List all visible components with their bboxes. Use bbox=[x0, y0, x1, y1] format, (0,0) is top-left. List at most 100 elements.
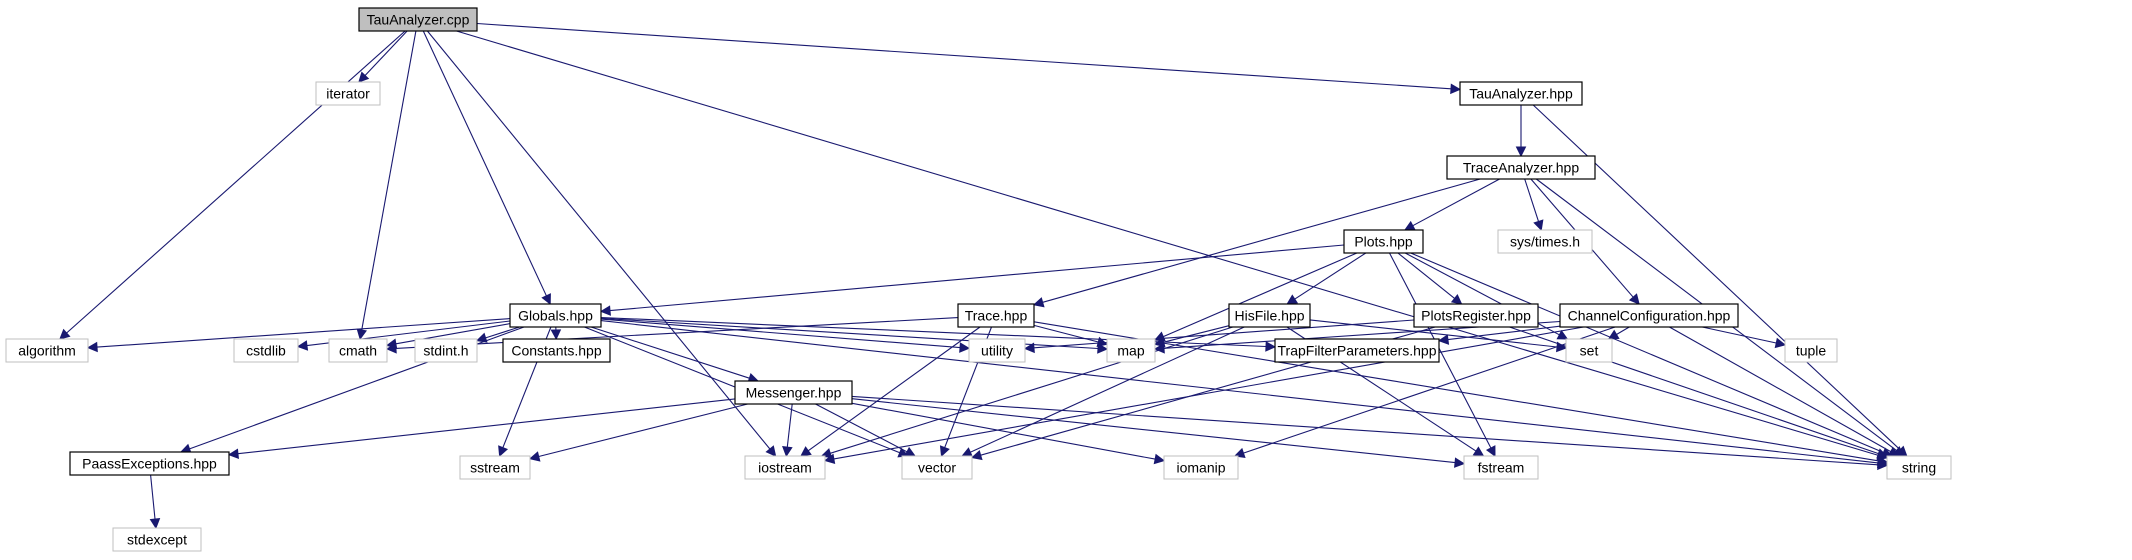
arrowhead bbox=[1450, 83, 1462, 95]
edge-messenger-to-string bbox=[851, 395, 1889, 471]
edge-line bbox=[815, 403, 908, 453]
node-trace_an[interactable]: TraceAnalyzer.hpp bbox=[1446, 155, 1596, 180]
edge-line bbox=[1389, 252, 1492, 449]
node-label: cstdlib bbox=[246, 343, 286, 359]
edge-messenger-to-paass bbox=[227, 398, 736, 459]
node-plotsreg[interactable]: PlotsRegister.hpp bbox=[1413, 303, 1539, 328]
node-paass[interactable]: PaassExceptions.hpp bbox=[69, 451, 230, 476]
arrowhead bbox=[939, 445, 950, 458]
edge-chancfg-to-tuple bbox=[1702, 326, 1787, 349]
edge-line bbox=[1524, 178, 1540, 222]
edge-line bbox=[600, 316, 1267, 348]
node-label: stdexcept bbox=[127, 532, 187, 548]
node-label: map bbox=[1117, 343, 1144, 359]
node-chancfg[interactable]: ChannelConfiguration.hpp bbox=[1559, 303, 1739, 328]
edge-line bbox=[150, 474, 156, 520]
node-hisfile[interactable]: HisFile.hpp bbox=[1228, 303, 1311, 328]
node-box bbox=[1459, 81, 1583, 106]
node-label: TraceAnalyzer.hpp bbox=[1463, 160, 1579, 176]
node-algorithm: algorithm bbox=[5, 338, 89, 363]
node-box bbox=[1163, 455, 1239, 480]
arrowhead bbox=[550, 329, 562, 341]
arrowhead bbox=[904, 446, 916, 457]
arrowhead bbox=[1472, 446, 1485, 457]
node-iterator: iterator bbox=[315, 81, 381, 106]
node-globals[interactable]: Globals.hpp bbox=[509, 303, 602, 328]
dependency-edges bbox=[59, 22, 1908, 530]
node-box bbox=[112, 527, 202, 552]
edge-trace-to-iostream bbox=[800, 326, 981, 457]
edge-line bbox=[395, 317, 959, 349]
node-box bbox=[1886, 455, 1952, 480]
edge-line bbox=[1163, 325, 1230, 343]
edge-line bbox=[1163, 252, 1358, 338]
edge-tau_cpp-to-algorithm bbox=[59, 30, 406, 340]
node-label: fstream bbox=[1478, 460, 1525, 476]
edge-line bbox=[237, 398, 736, 455]
node-trace[interactable]: Trace.hpp bbox=[957, 303, 1035, 328]
edge-tau_hpp-to-trace_an bbox=[1515, 105, 1527, 158]
node-tau_hpp[interactable]: TauAnalyzer.hpp bbox=[1459, 81, 1583, 106]
edge-line bbox=[1397, 252, 1455, 299]
edge-trace_an-to-systimes bbox=[1524, 178, 1544, 232]
arrowhead bbox=[1096, 336, 1109, 348]
node-tuple: tuple bbox=[1784, 338, 1838, 363]
arrowhead bbox=[1515, 146, 1527, 158]
arrowhead bbox=[1485, 445, 1496, 457]
arrowhead bbox=[1774, 337, 1787, 349]
edge-globals-to-trapfilter bbox=[600, 316, 1277, 352]
edge-line bbox=[476, 22, 1452, 90]
node-utility: utility bbox=[968, 338, 1026, 363]
edge-line bbox=[189, 326, 525, 450]
node-messenger[interactable]: Messenger.hpp bbox=[734, 380, 853, 405]
node-label: iostream bbox=[758, 460, 812, 476]
node-iomanip: iomanip bbox=[1163, 455, 1239, 480]
edge-line bbox=[1309, 319, 1558, 348]
node-tau_cpp[interactable]: TauAnalyzer.cpp bbox=[358, 7, 478, 32]
edge-line bbox=[830, 326, 1233, 454]
arrowhead bbox=[86, 341, 98, 353]
node-box bbox=[744, 455, 826, 480]
node-label: Constants.hpp bbox=[511, 343, 601, 359]
node-stdexcept: stdexcept bbox=[112, 527, 202, 552]
node-box bbox=[957, 303, 1035, 328]
arrowhead bbox=[1153, 453, 1166, 465]
node-plots[interactable]: Plots.hpp bbox=[1343, 229, 1424, 254]
node-label: iterator bbox=[326, 86, 370, 102]
arrowhead bbox=[498, 445, 509, 458]
arrowhead bbox=[385, 343, 397, 354]
edge-messenger-to-fstream bbox=[851, 398, 1466, 468]
edge-chancfg-to-iostream bbox=[823, 326, 1584, 465]
arrowhead bbox=[358, 71, 370, 83]
node-box bbox=[1559, 303, 1739, 328]
edge-chancfg-to-set bbox=[1607, 326, 1630, 340]
node-label: TauAnalyzer.cpp bbox=[367, 12, 470, 28]
edge-line bbox=[600, 318, 961, 349]
edge-line bbox=[1616, 326, 1630, 335]
edge-plots-to-plotsreg bbox=[1397, 252, 1463, 305]
node-trapfilter[interactable]: TrapFilterParameters.hpp bbox=[1274, 338, 1440, 363]
edge-line bbox=[361, 30, 417, 331]
node-sstream: sstream bbox=[459, 455, 531, 480]
edge-line bbox=[1509, 326, 1879, 455]
edge-trace-to-map bbox=[1033, 324, 1109, 348]
edge-line bbox=[426, 30, 771, 450]
edge-line bbox=[851, 398, 1456, 464]
node-box bbox=[968, 338, 1026, 363]
edge-line bbox=[1412, 178, 1500, 227]
edge-trace_an-to-trace bbox=[1032, 178, 1481, 308]
edge-line bbox=[851, 395, 1879, 466]
edge-plotsreg-to-utility bbox=[1023, 319, 1415, 354]
edge-line bbox=[395, 323, 511, 345]
node-iostream: iostream bbox=[744, 455, 826, 480]
arrowhead bbox=[541, 293, 551, 306]
arrowhead bbox=[1286, 294, 1299, 305]
edge-tau_cpp-to-string bbox=[456, 30, 1889, 461]
arrowhead bbox=[1153, 342, 1165, 354]
edge-line bbox=[364, 30, 408, 76]
edge-tau_cpp-to-iterator bbox=[358, 30, 408, 83]
edge-tau_cpp-to-tau_hpp bbox=[476, 22, 1462, 95]
arrowhead bbox=[1023, 342, 1035, 354]
node-constants[interactable]: Constants.hpp bbox=[502, 338, 611, 363]
edge-line bbox=[1033, 321, 1879, 462]
